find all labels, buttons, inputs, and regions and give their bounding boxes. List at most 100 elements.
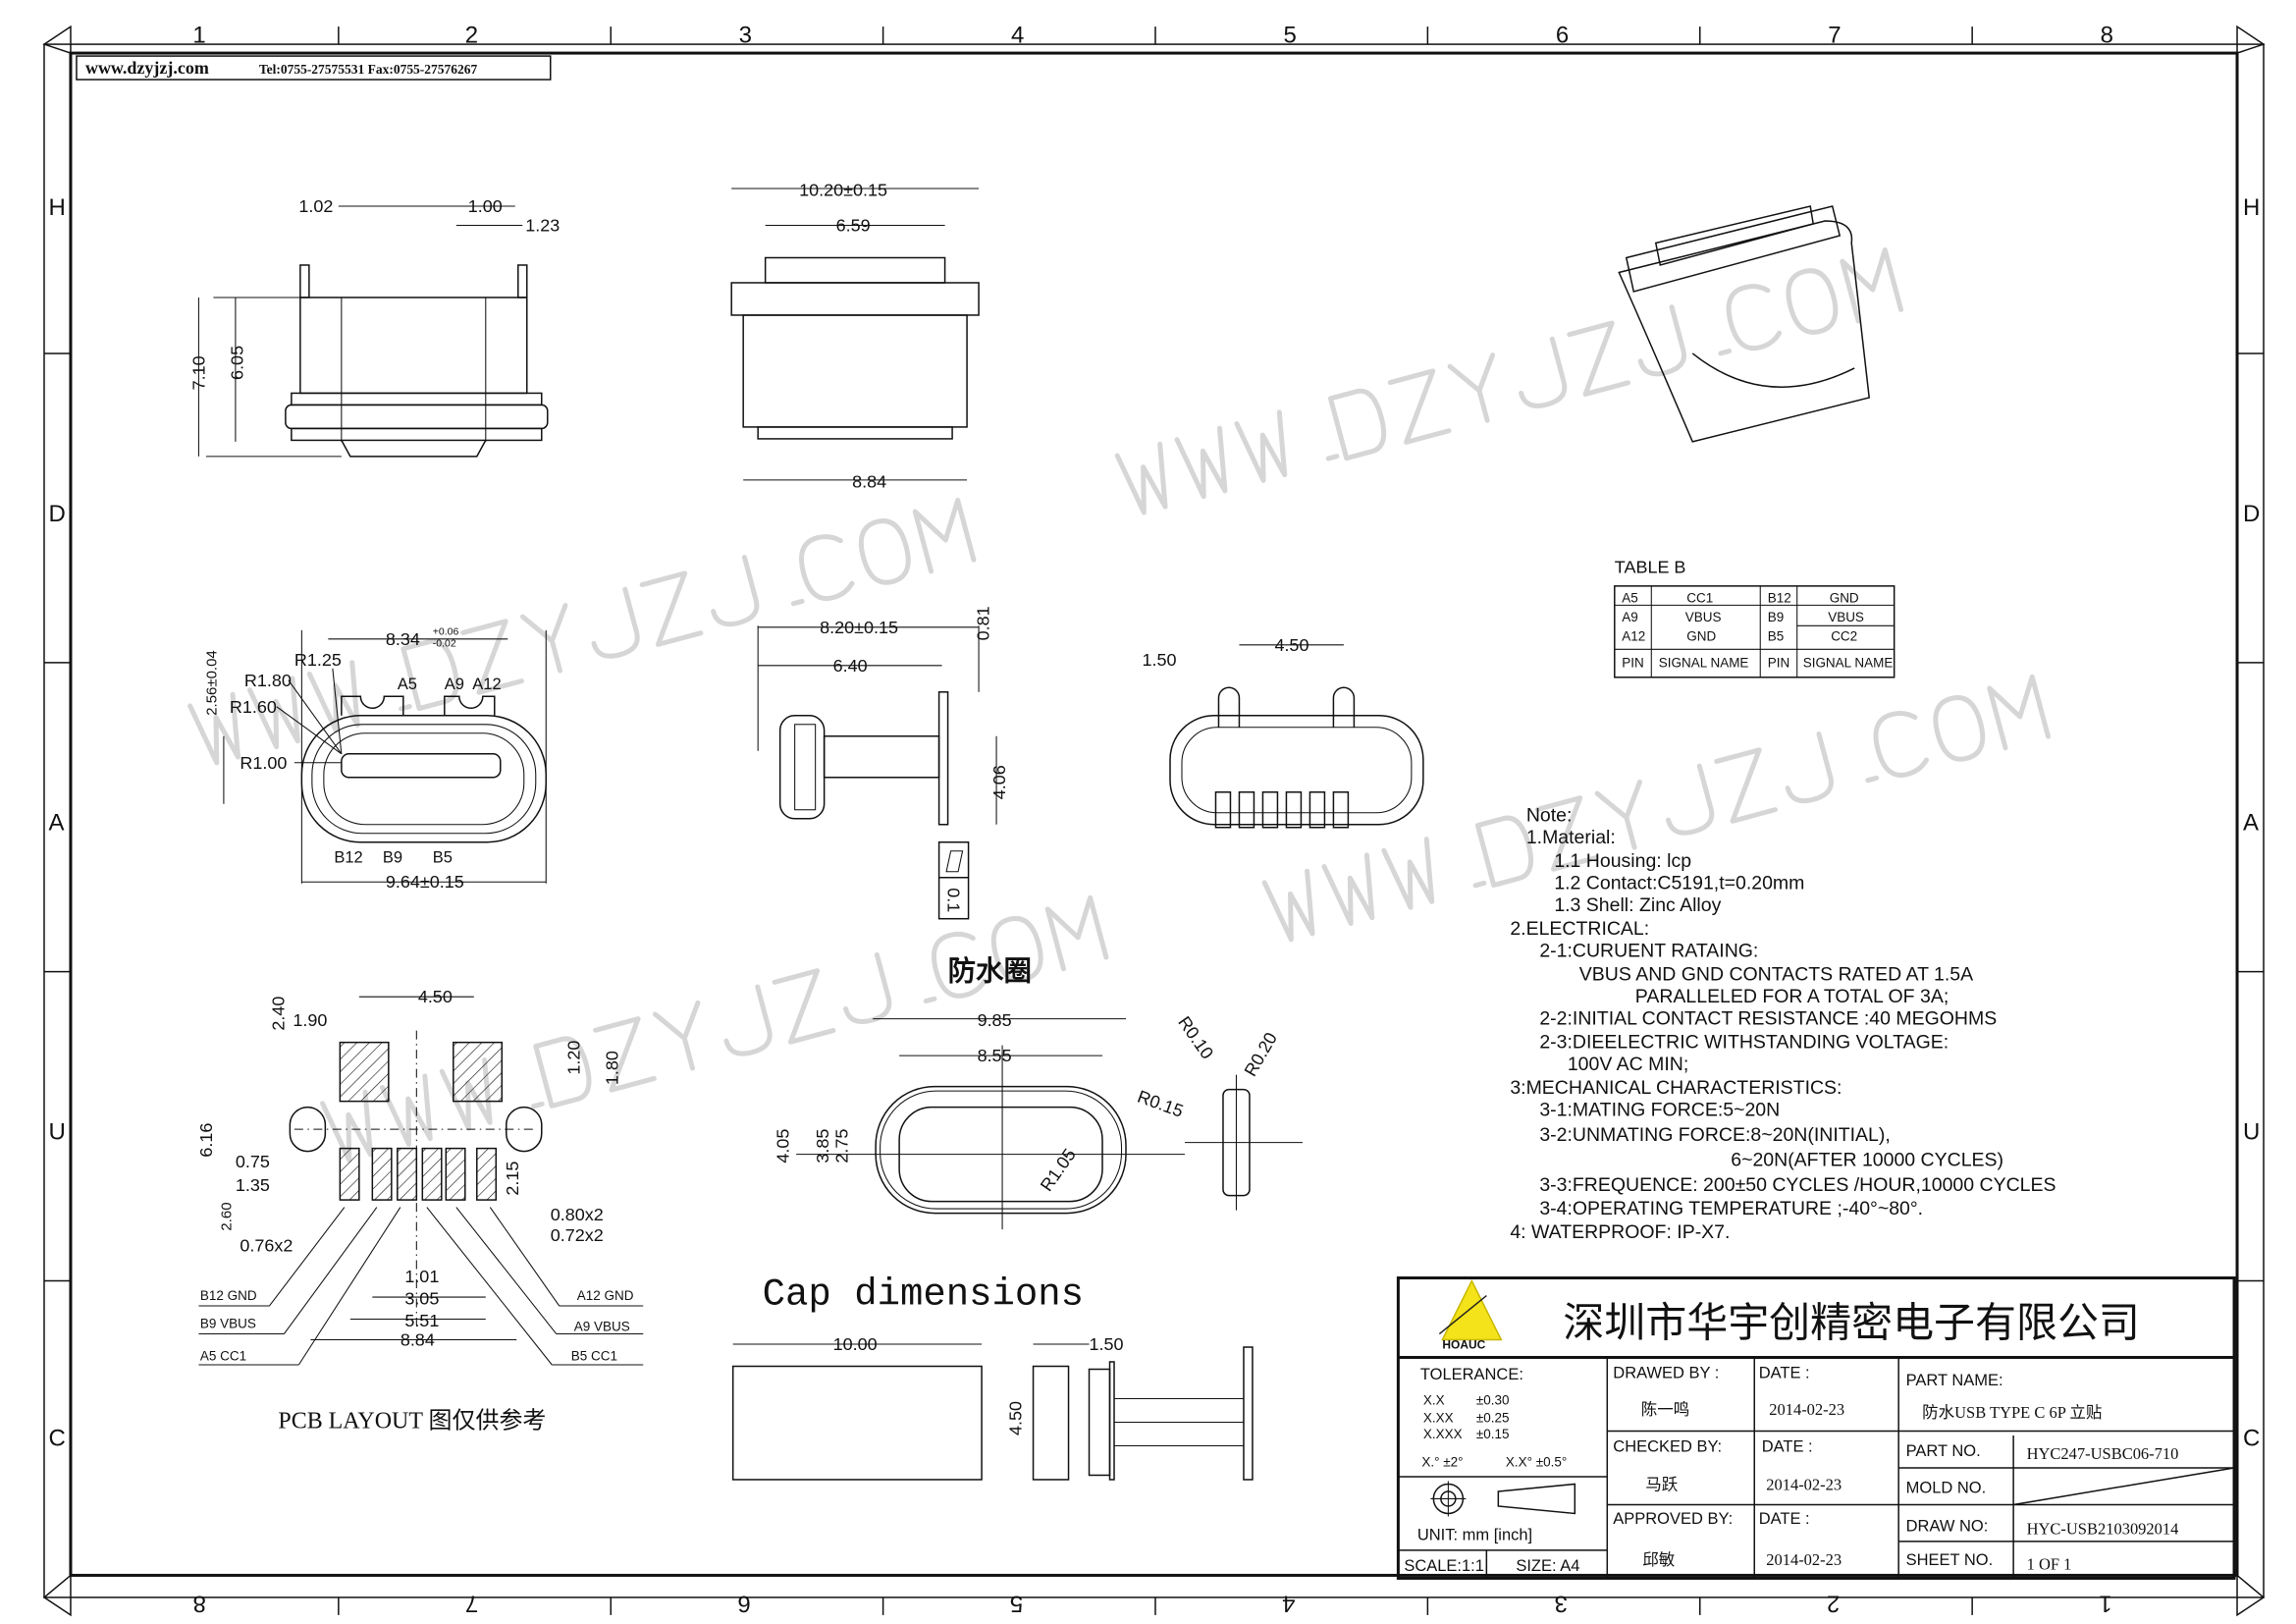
watermark-glyph	[1510, 339, 1569, 409]
radius-r1-25: R1.25	[294, 650, 342, 670]
watermark-glyph	[702, 558, 761, 628]
pcb-dim: 0.75	[236, 1152, 270, 1171]
watermark-glyph	[1870, 709, 1929, 780]
draw-no: HYC-USB2103092014	[2027, 1519, 2179, 1538]
note-line: 100V AC MIN;	[1568, 1054, 1688, 1075]
table-cell: VBUS	[1828, 610, 1864, 624]
checked-by: 马跃	[1645, 1475, 1678, 1493]
unit-text: UNIT: mm [inch]	[1417, 1526, 1532, 1543]
row-label: D	[2243, 501, 2260, 527]
watermark-glyph	[1868, 778, 1877, 780]
inner-frame	[69, 51, 2239, 1577]
tolerance-value: ±0.30	[1476, 1392, 1510, 1407]
mold-no-label: MOLD NO.	[1906, 1479, 1987, 1496]
watermark-glyph	[834, 954, 893, 1025]
part-name-label: PART NAME:	[1906, 1372, 2003, 1389]
pin-label: A5	[398, 676, 417, 693]
tolerance-value: ±0.15	[1476, 1427, 1510, 1441]
front-view: 7.10 6.05 1.02 1.00 1.23	[188, 196, 560, 458]
flatness-value: 0.1	[944, 888, 964, 912]
projection-symbol-icon	[1430, 1481, 1576, 1517]
pcb-dim: 1.35	[236, 1175, 270, 1195]
pin-label: A9	[445, 676, 464, 693]
dim-pitch-1-00: 1.00	[468, 196, 503, 216]
watermark-glyph	[988, 914, 1046, 985]
pcb-dim: 1.20	[564, 1041, 584, 1075]
watermark-glyph	[1330, 387, 1389, 458]
row-label: C	[2243, 1425, 2260, 1451]
dim-0-81: 0.81	[974, 606, 993, 640]
top-view: 10.20±0.15 6.59 8.84	[730, 181, 980, 491]
watermark-glyph	[1717, 750, 1776, 821]
watermark-glyph	[1177, 428, 1236, 499]
dim-8-34: 8.34	[386, 629, 420, 649]
company-name: 深圳市华宇创精密电子有限公司	[1563, 1299, 2140, 1347]
sheet-no: 1 OF 1	[2027, 1554, 2072, 1573]
column-label: 7	[465, 1590, 478, 1616]
dim-width-8-84: 8.84	[852, 471, 886, 491]
flatness-tolerance-frame	[937, 840, 970, 920]
outer-frame	[43, 43, 2265, 1598]
grid-ticks	[43, 27, 2265, 1615]
side-view: 8.20±0.15 6.40 0.81 4.06 0.1	[757, 606, 1009, 920]
pcb-dim: 2.15	[503, 1162, 522, 1196]
row-label: U	[48, 1119, 65, 1146]
note-line: 4: WATERPROOF: IP-X7.	[1510, 1221, 1730, 1243]
pcb-dim: 2.40	[268, 997, 288, 1031]
watermark-glyph	[323, 1092, 382, 1163]
pin-label: A12	[472, 676, 501, 693]
logo-text: HOAUC	[1442, 1338, 1485, 1352]
table-cell: A12	[1622, 628, 1645, 643]
note-line: 2-2:INITIAL CONTACT RESISTANCE :40 MEGOH…	[1539, 1008, 1997, 1030]
table-cell: B5	[1768, 628, 1785, 643]
watermark-glyph	[1930, 693, 1989, 764]
dim-height-6-05: 6.05	[227, 346, 246, 380]
dim-8-20: 8.20±0.15	[820, 618, 898, 637]
watermark-glyph	[793, 601, 802, 603]
dim-width-10-20: 10.20±0.15	[799, 181, 887, 200]
watermark-glyph	[596, 1019, 655, 1090]
drawed-by: 陈一鸣	[1641, 1400, 1689, 1419]
seal-ring-title: 防水圈	[948, 956, 1032, 988]
dim-8-34-tol-minus: -0.02	[433, 638, 456, 649]
pcb-pin-label: A12 GND	[577, 1288, 634, 1303]
watermark-glyph	[1324, 855, 1383, 926]
row-label: H	[2243, 194, 2260, 221]
watermark-graphic	[1264, 677, 2048, 942]
note-line: 1.2 Contact:C5191,t=0.20mm	[1554, 873, 1804, 894]
watermark-graphic	[323, 897, 1106, 1163]
watermark-glyph	[1721, 352, 1730, 353]
pcb-dim: 5.51	[404, 1311, 439, 1330]
scale-text: SCALE:1:1	[1404, 1557, 1484, 1575]
column-label: 3	[739, 23, 752, 49]
tolerance-format: X.XXX	[1423, 1427, 1463, 1441]
watermark-glyph	[1328, 457, 1337, 459]
column-label: 1	[192, 23, 205, 49]
pin-label: B9	[383, 849, 402, 867]
table-header: PIN	[1768, 655, 1789, 670]
pcb-pin-label: B5 CC1	[571, 1349, 617, 1364]
dim-4-05: 4.05	[774, 1129, 793, 1164]
watermark-glyph	[855, 516, 914, 587]
pin-label: B5	[433, 849, 453, 867]
watermark-glyph	[1723, 282, 1782, 352]
tolerance-label: TOLERANCE:	[1420, 1366, 1523, 1383]
dim-4-50-cap: 4.50	[1006, 1401, 1026, 1435]
watermark-glyph	[655, 1002, 714, 1073]
corner-mark	[2236, 25, 2266, 55]
row-label: A	[2243, 810, 2259, 837]
watermark-glyph	[1117, 444, 1176, 514]
dim-4-06: 4.06	[989, 765, 1009, 799]
cap-title: Cap dimensions	[763, 1273, 1084, 1317]
dim-10-00: 10.00	[833, 1334, 878, 1354]
drawed-by-label: DRAWED BY :	[1613, 1365, 1719, 1382]
dim-8-55: 8.55	[978, 1046, 1012, 1065]
watermark-glyph	[915, 500, 974, 570]
mating-face-view: 8.34 +0.06 -0.02 2.56±0.04 R1.80 R1.25 R…	[203, 626, 548, 892]
radius-r1-05: R1.05	[1037, 1145, 1080, 1195]
note-line: 1.Material:	[1526, 827, 1616, 848]
approved-by-label: APPROVED BY:	[1613, 1510, 1733, 1528]
dim-3-85: 3.85	[813, 1129, 832, 1164]
row-label: A	[48, 810, 64, 837]
